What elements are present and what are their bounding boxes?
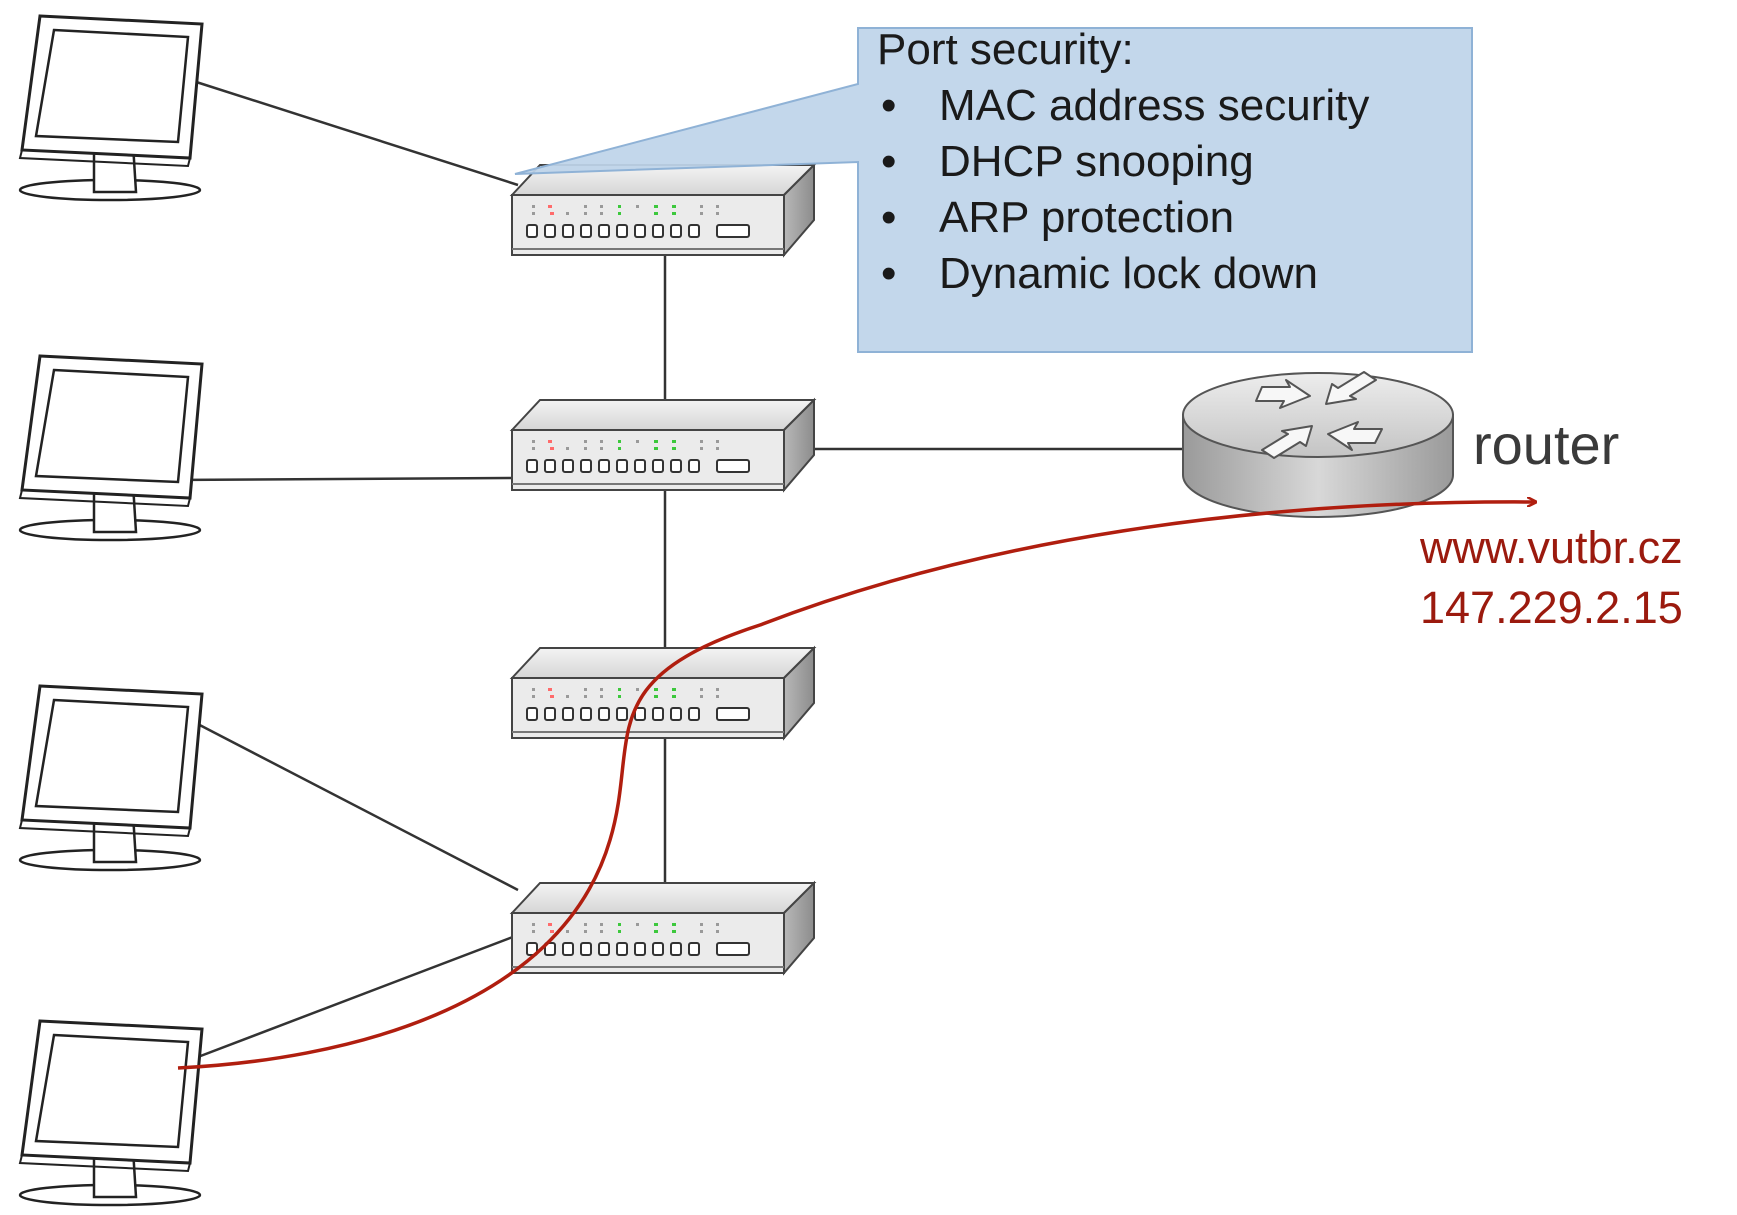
traffic-path-arrow [177,502,1535,1070]
destination-ip: 147.229.2.15 [1420,582,1683,633]
callout-item-mac: MAC address security [877,78,1477,134]
callout-item-dhcp: DHCP snooping [877,134,1477,190]
callout-item-lockdown: Dynamic lock down [877,246,1477,302]
cable-pc2-switch2 [169,476,519,482]
router-label: router [1473,413,1620,476]
computer-1-monitor-icon[interactable] [18,14,204,202]
port-security-callout: Port security: MAC address security DHCP… [877,22,1477,302]
destination-host: www.vutbr.cz [1420,522,1683,573]
switch-4-network-switch-icon[interactable] [511,882,815,974]
cable-pc4-switch4 [189,933,519,1062]
cable-pc3-switch4 [189,718,519,892]
router-icon[interactable] [1182,371,1454,518]
switch-2-network-switch-icon[interactable] [511,399,815,491]
computer-2-monitor-icon[interactable] [18,354,204,542]
computer-3-monitor-icon[interactable] [18,684,204,872]
switch-1-network-switch-icon[interactable] [511,164,815,256]
callout-list: MAC address security DHCP snooping ARP p… [877,78,1477,302]
cable-pc1-switch1 [189,78,519,187]
callout-item-arp: ARP protection [877,190,1477,246]
cables [169,78,1183,1062]
destination-label: www.vutbr.cz 147.229.2.15 [1420,518,1683,638]
computer-4-monitor-icon[interactable] [18,1019,204,1207]
switch-3-network-switch-icon[interactable] [511,647,815,739]
callout-title: Port security: [877,25,1134,74]
